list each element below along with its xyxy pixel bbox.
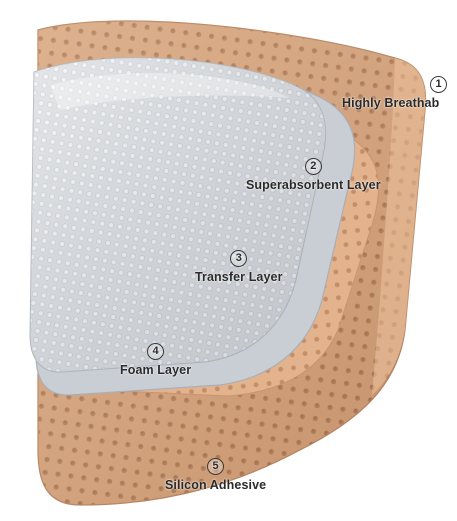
layer-name: Superabsorbent Layer (246, 178, 381, 192)
layer-label-1: 1 Highly Breathab (342, 76, 447, 110)
layer-label-2: 2 Superabsorbent Layer (246, 158, 381, 192)
layer-name: Foam Layer (120, 363, 191, 377)
layer-label-4: 4 Foam Layer (120, 343, 191, 377)
layer-name: Silicon Adhesive (165, 478, 266, 492)
number-badge: 2 (305, 158, 322, 175)
number-badge: 5 (207, 458, 224, 475)
number-badge: 1 (430, 76, 447, 93)
number-badge: 3 (230, 250, 247, 267)
number-badge: 4 (147, 343, 164, 360)
layer-name: Transfer Layer (195, 270, 283, 284)
layer-label-3: 3 Transfer Layer (195, 250, 283, 284)
layer-label-5: 5 Silicon Adhesive (165, 458, 266, 492)
layer-name: Highly Breathab (342, 96, 439, 110)
